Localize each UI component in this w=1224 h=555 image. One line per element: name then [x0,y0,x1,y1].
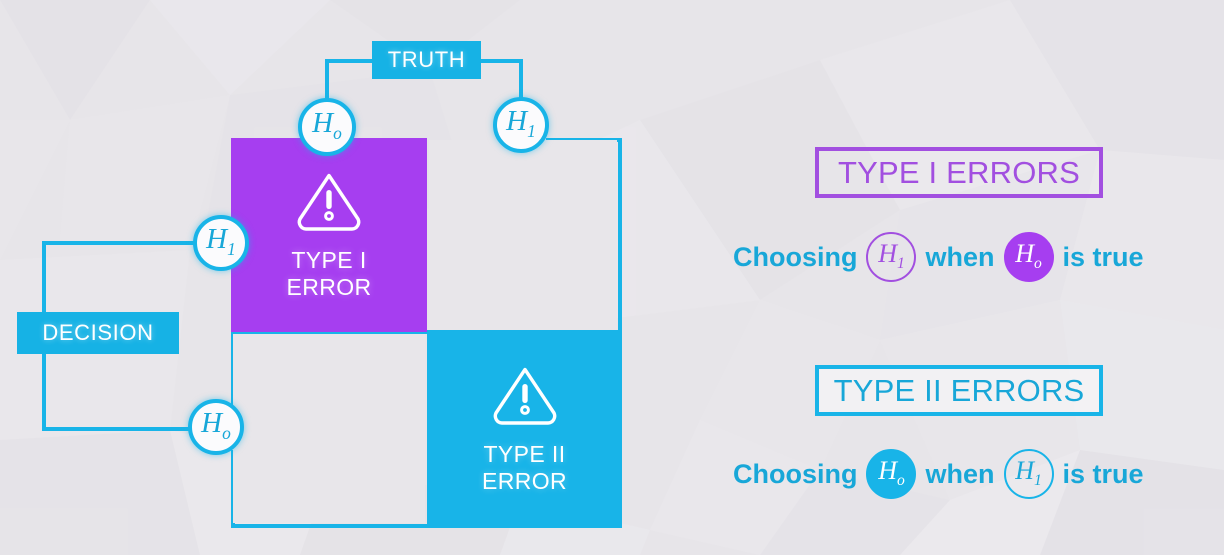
node-decision-h0[interactable]: Ho [188,399,244,455]
matrix-cell-top-right-correct [429,140,617,330]
matrix-cell-type2-line2: ERROR [481,467,568,494]
type1-caption-middle: when [925,241,995,272]
type1-caption-suffix: is true [1062,241,1144,272]
node-truth-h1[interactable]: H1 [493,97,549,153]
node-truth-h0[interactable]: Ho [298,98,356,156]
decision-connector-bottom [42,427,192,431]
matrix-cell-type1-line1: TYPE I [291,247,367,273]
warning-triangle-icon [493,367,556,425]
type2-errors-heading-box: TYPE II ERRORS [815,365,1103,416]
node-decision-h0-label: Ho [201,407,231,444]
truth-connector-left-down [325,59,329,104]
truth-label: TRUTH [372,41,481,79]
type2-actual-label: H1 [1015,455,1042,489]
grid-middle-horizontal [231,330,622,334]
type1-caption-prefix: Choosing [733,241,858,272]
type2-chosen-bubble: Ho [866,449,917,499]
grid-bottom-edge [231,524,622,528]
matrix-cell-type2-line1: TYPE II [483,441,566,467]
decision-connector-top [42,241,197,245]
type2-caption-middle: when [925,458,995,489]
type2-errors-heading: TYPE II ERRORS [833,372,1085,408]
truth-connector-horizontal-right [477,59,523,63]
matrix-cell-bottom-left-correct [233,334,425,523]
type1-actual-bubble: Ho [1003,232,1054,282]
type1-chosen-bubble: H1 [866,232,917,282]
matrix-cell-type1-error: TYPE I ERROR [231,138,427,332]
type2-actual-bubble: H1 [1003,449,1054,499]
node-truth-h1-label: H1 [506,105,536,142]
type2-caption-prefix: Choosing [733,458,858,489]
node-decision-h1[interactable]: H1 [193,215,249,271]
node-decision-h1-label: H1 [206,223,236,260]
type2-caption-suffix: is true [1062,458,1144,489]
type1-errors-heading: TYPE I ERRORS [837,154,1081,190]
type1-actual-label: Ho [1015,238,1042,272]
type1-errors-heading-box: TYPE I ERRORS [815,147,1103,198]
decision-label: DECISION [17,312,179,354]
node-truth-h0-label: Ho [312,107,342,144]
truth-connector-horizontal [325,59,377,63]
type1-errors-caption: Choosing H1 when Ho is true [733,230,1153,284]
matrix-cell-type2-error: TYPE II ERROR [427,331,622,527]
matrix-cell-type1-line2: ERROR [286,273,372,300]
warning-triangle-icon [297,173,361,231]
type2-chosen-label: Ho [878,455,905,489]
type1-chosen-label: H1 [878,238,905,272]
type2-errors-caption: Choosing Ho when H1 is true [733,447,1153,501]
truth-connector-right-down [519,59,523,104]
